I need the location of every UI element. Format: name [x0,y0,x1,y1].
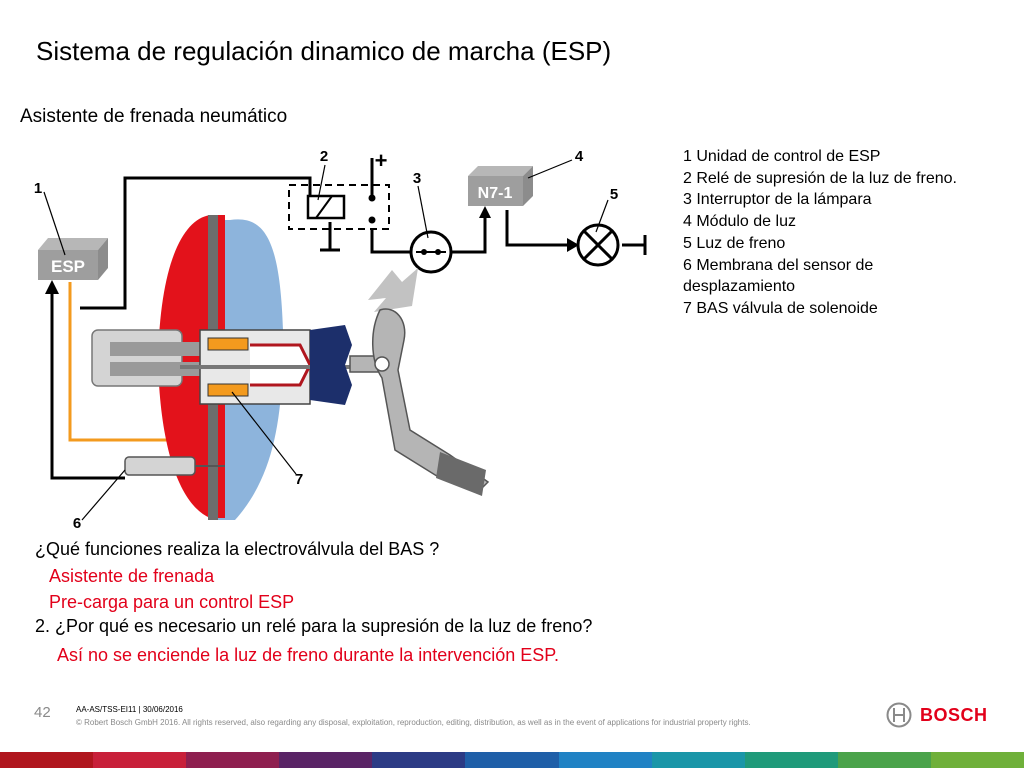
callout-3: 3 [413,170,421,187]
stripe-segment-11 [930,752,1024,768]
bas-solenoid-valve [207,383,249,397]
wire-esp-relay [80,176,312,310]
stripe-segment-9 [744,752,838,768]
wire-relay-switch [370,228,410,254]
callout-1: 1 [34,180,42,197]
legend-list: 1 Unidad de control de ESP 2 Relé de sup… [683,146,1013,320]
bellows [310,325,352,405]
stripe-segment-6 [465,752,559,768]
bosch-logo: BOSCH [886,702,988,728]
esp-brake-assist-diagram: ESP N7-1 + 1 2 [34,148,647,532]
stripe-segment-1 [0,752,94,768]
brand-color-stripe [0,752,1024,768]
relay-coil [306,194,346,220]
legend-item-6: 6 Membrana del sensor de desplazamiento [683,256,874,296]
relay-box [288,184,390,230]
answer-1a: Asistente de frenada [49,566,215,586]
bosch-armature-icon [886,702,912,728]
wire-module-lamp [505,210,575,247]
brand-name: BOSCH [920,704,988,725]
light-module [468,176,523,206]
page-number: 42 [34,704,51,721]
callout-4: 4 [575,148,584,165]
legend-item-7: 7 BAS válvula de solenoide [683,299,878,317]
callout-6: 6 [73,515,81,532]
stripe-segment-10 [837,752,931,768]
esp-unit-label: ESP [51,257,85,276]
legend-item-1: 1 Unidad de control de ESP [683,148,881,165]
callout-2: 2 [320,148,328,165]
esp-unit [38,250,98,280]
stripe-segment-2 [93,752,187,768]
copyright-notice: © Robert Bosch GmbH 2016. All rights res… [76,718,751,727]
question-2: 2. ¿Por qué es necesario un relé para la… [35,616,593,636]
slide-title: Sistema de regulación dinamico de marcha… [36,36,612,66]
legend-item-5: 5 Luz de freno [683,234,786,252]
question-1: ¿Qué funciones realiza la electroválvula… [35,539,440,559]
stripe-segment-3 [186,752,280,768]
wire-sensor-esp [50,285,125,480]
wire-switch-module [452,210,487,254]
callout-5: 5 [610,186,618,203]
master-cylinder [91,329,183,387]
answer-1b: Pre-carga para un control ESP [49,592,295,612]
light-module-label: N7-1 [478,185,513,202]
plus-sign: + [375,148,388,173]
callout-7: 7 [295,471,303,488]
document-id: AA-AS/TSS-EI11 | 30/06/2016 [76,705,183,714]
stripe-segment-4 [279,752,373,768]
stripe-segment-8 [651,752,745,768]
pedal-pad [436,452,486,496]
stripe-segment-5 [372,752,466,768]
slide-subtitle: Asistente de frenada neumático [20,106,288,127]
displacement-sensor [124,456,196,476]
legend-item-2: 2 Relé de supresión de la luz de freno. [683,169,957,187]
legend-item-3: 3 Interruptor de la lámpara [683,191,872,209]
stripe-segment-7 [558,752,652,768]
answer-2: Así no se enciende la luz de freno duran… [57,645,559,665]
legend-item-4: 4 Módulo de luz [683,213,796,231]
